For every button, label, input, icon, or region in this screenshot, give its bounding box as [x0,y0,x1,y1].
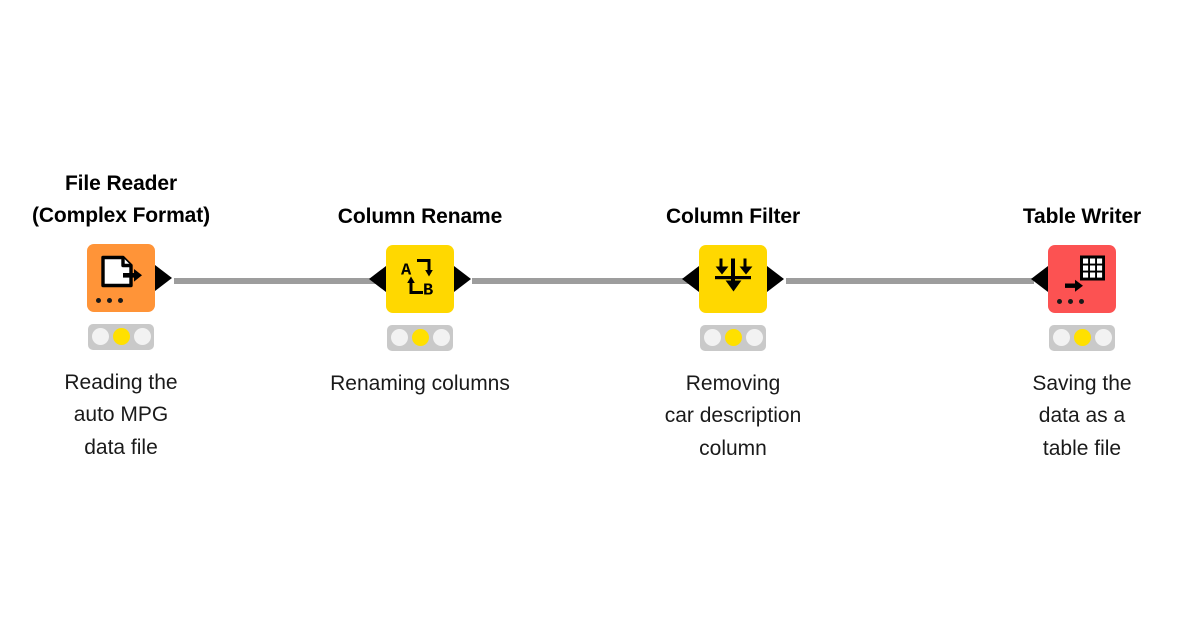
status-light-yellow [411,329,429,347]
node-column-rename-input-port[interactable] [369,265,386,292]
node-column-rename-status-badge [387,324,453,351]
node-file-reader-dots [96,297,123,303]
status-light-red [1052,329,1070,347]
node-table-writer-status-badge [1049,324,1115,351]
status-light-red [91,328,109,346]
node-table-writer-dots [1057,298,1084,304]
node-column-filter-status-badge [700,324,766,351]
node-file-reader[interactable]: File Reader (Complex Format) Read [0,168,251,464]
node-table-writer-input-port[interactable] [1031,265,1048,292]
node-table-writer-annotation: Saving the data as a table file [1032,371,1132,460]
status-light-green [432,329,450,347]
node-table-writer-body[interactable] [952,241,1200,317]
status-light-yellow [112,328,130,346]
node-column-filter-body[interactable] [603,241,863,317]
status-light-red [703,329,721,347]
svg-text:B: B [423,281,433,297]
node-column-filter-title: Column Filter [665,205,801,228]
node-column-filter-annotation: Removing car description column [664,371,802,460]
node-column-filter[interactable]: Column Filter [603,201,863,466]
node-column-rename[interactable]: Column Rename A B [290,201,550,400]
svg-text:A: A [401,261,412,280]
connection-column-rename-to-column-filter[interactable] [472,278,698,284]
status-light-green [1094,329,1112,347]
node-file-reader-box[interactable] [87,243,155,312]
rename-a-b-icon: A B [399,255,441,302]
node-column-rename-annotation: Renaming columns [330,371,510,395]
node-file-reader-annotation: Reading the auto MPG data file [64,370,178,459]
connection-column-filter-to-table-writer[interactable] [786,278,1034,284]
node-table-writer-title: Table Writer [1022,205,1142,228]
status-light-red [390,329,408,347]
status-light-yellow [1073,329,1091,347]
table-write-icon [1064,254,1108,299]
file-export-icon [99,255,143,300]
filter-arrows-down-icon [712,255,754,302]
node-table-writer-box[interactable] [1048,244,1116,313]
status-light-green [745,329,763,347]
node-column-rename-title: Column Rename [337,205,503,228]
node-column-rename-box[interactable]: A B [386,244,454,313]
node-file-reader-output-port[interactable] [155,264,172,291]
status-light-green [133,328,151,346]
node-column-filter-output-port[interactable] [767,265,784,292]
node-column-filter-box[interactable] [699,244,767,313]
status-light-yellow [724,329,742,347]
node-file-reader-title: File Reader (Complex Format) [31,172,211,227]
node-file-reader-status-badge [88,323,154,350]
node-column-rename-output-port[interactable] [454,265,471,292]
node-column-rename-body[interactable]: A B [290,241,550,317]
connection-file-reader-to-column-rename[interactable] [174,278,386,284]
node-table-writer[interactable]: Table Writer [952,201,1200,466]
node-file-reader-body[interactable] [0,240,251,316]
node-column-filter-input-port[interactable] [682,265,699,292]
